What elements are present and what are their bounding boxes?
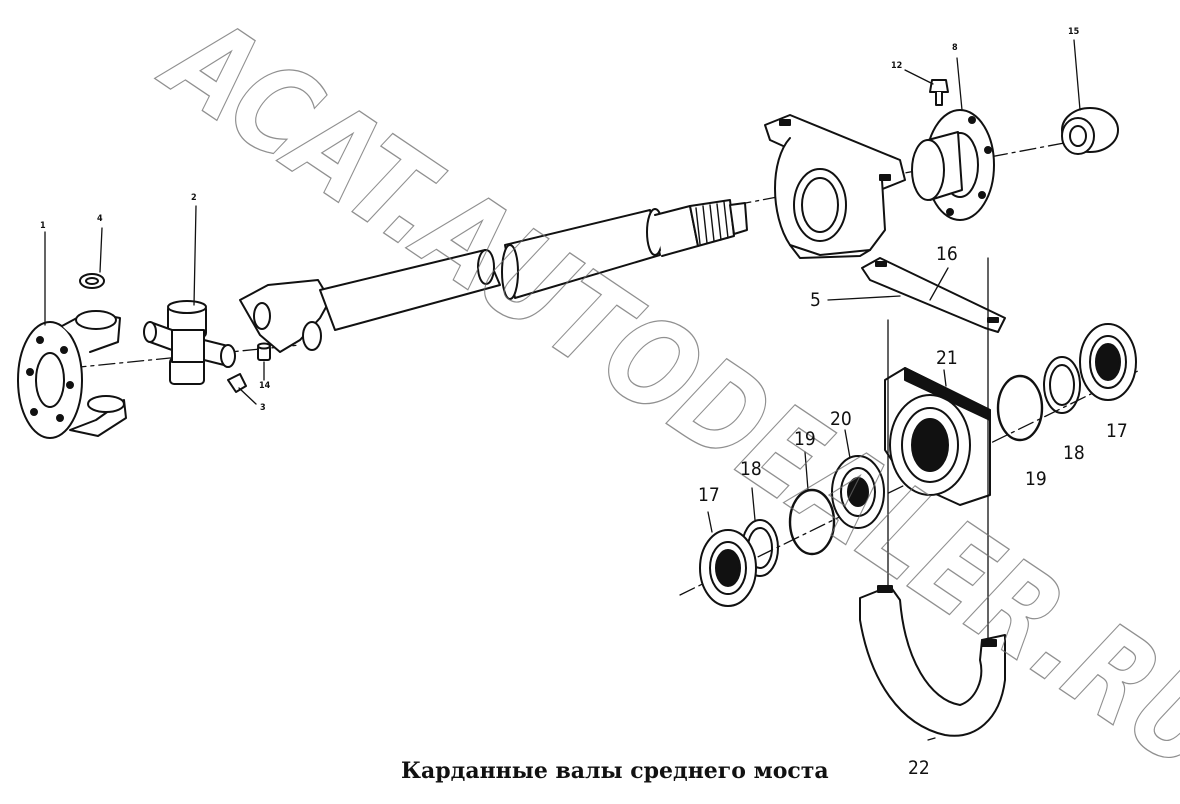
leader-lines <box>44 39 1081 741</box>
companion-flange-part <box>911 109 995 221</box>
callout-22: 22 <box>908 757 930 779</box>
flange-nut-part <box>1061 107 1119 155</box>
ball-bearing-part <box>831 455 885 529</box>
oil-seal-right-part <box>1079 323 1137 401</box>
callout-3: 3 <box>260 403 266 413</box>
callout-17-left: 17 <box>698 484 720 506</box>
universal-joint-cross-part <box>143 300 236 385</box>
upper-support-bracket-part <box>764 114 906 259</box>
propeller-shaft-part <box>239 199 748 353</box>
bearing-housing-part <box>884 367 991 506</box>
callout-20: 20 <box>830 408 852 430</box>
washer-right-part <box>1043 356 1081 414</box>
callout-15: 15 <box>1068 27 1080 37</box>
snap-ring-left-part <box>788 488 836 556</box>
callout-5: 5 <box>810 289 821 311</box>
callout-21: 21 <box>936 347 958 369</box>
callout-18-left: 18 <box>740 458 762 480</box>
callout-2: 2 <box>191 193 197 203</box>
bolt-part <box>929 79 949 106</box>
assembly-guide-lines <box>887 257 989 641</box>
callout-14: 14 <box>259 381 271 391</box>
figure-caption: Карданные валы среднего моста <box>401 758 829 784</box>
callout-16: 16 <box>936 243 958 265</box>
lower-strap-bracket-part <box>859 585 1006 737</box>
callout-19-right: 19 <box>1025 468 1047 490</box>
callout-1: 1 <box>40 221 46 231</box>
callout-19-left: 19 <box>794 428 816 450</box>
callout-4: 4 <box>97 214 103 224</box>
grease-nipple-part <box>257 342 271 361</box>
callout-12: 12 <box>891 61 903 71</box>
lock-plate-part <box>227 373 247 393</box>
callout-18-right: 18 <box>1063 442 1085 464</box>
circlip-part <box>79 273 105 289</box>
snap-ring-right-part <box>996 374 1044 442</box>
callout-17-right: 17 <box>1106 420 1128 442</box>
callout-8: 8 <box>952 43 958 53</box>
flange-yoke-part <box>17 310 127 439</box>
oil-seal-left-part <box>699 529 757 607</box>
